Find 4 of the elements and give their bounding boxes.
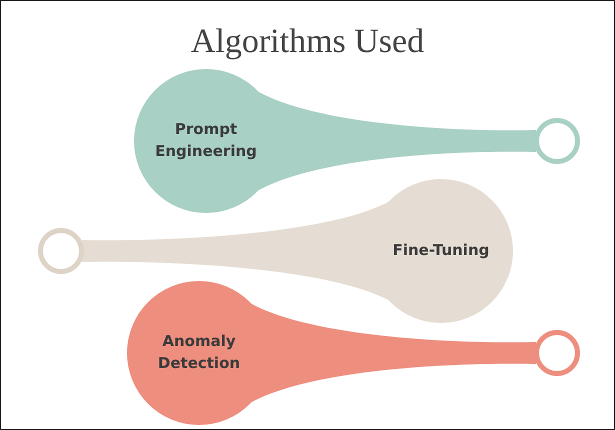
diagram-title: Algorithms Used [190,23,426,61]
node-label: Fine-Tuning [392,240,490,261]
node-label: Anomaly Detection [156,331,242,374]
node-label: Prompt Engineering [154,119,258,162]
